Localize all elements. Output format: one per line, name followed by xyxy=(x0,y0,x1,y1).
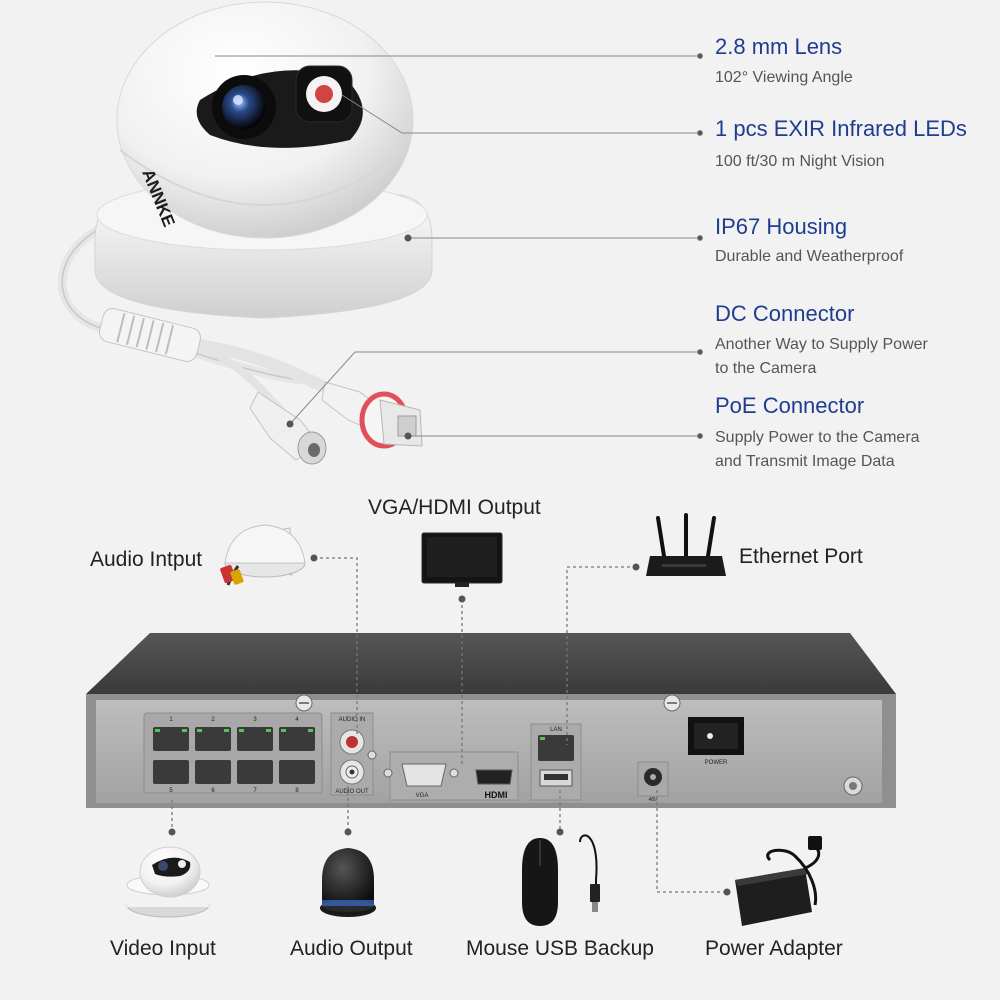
dc-connector xyxy=(249,391,327,465)
poe-ports: 1 2 3 4 5 6 7 8 xyxy=(143,712,323,794)
monitor-icon xyxy=(421,532,503,587)
feature-ir-desc: 100 ft/30 m Night Vision xyxy=(715,153,885,170)
dome-camera: ANNKE xyxy=(57,1,433,465)
camera-lens-icon xyxy=(222,85,266,129)
feature-dc-title: DC Connector xyxy=(715,301,855,326)
audio-in-label: AUDIO IN xyxy=(339,717,366,723)
power-label: POWER xyxy=(705,760,728,766)
lan-label: LAN xyxy=(550,727,562,733)
port-number: 5 xyxy=(169,788,173,794)
feature-housing-title: IP67 Housing xyxy=(715,214,848,239)
power-adapter-icon xyxy=(735,836,822,926)
label-vga-hdmi: VGA/HDMI Output xyxy=(368,496,541,519)
label-ethernet: Ethernet Port xyxy=(739,545,863,568)
feature-poe-desc-1: Supply Power to the Camera xyxy=(715,429,920,446)
connector-lines xyxy=(171,557,727,893)
label-video-input: Video Input xyxy=(110,937,216,960)
audio-ports: AUDIO IN AUDIO OUT xyxy=(330,712,377,796)
port-number: 4 xyxy=(295,717,299,723)
label-power-adapter: Power Adapter xyxy=(705,937,843,960)
label-audio-input: Audio Intput xyxy=(90,548,203,571)
callout-lines xyxy=(215,53,703,440)
mouse-icon xyxy=(522,834,600,926)
feature-poe-desc-2: and Transmit Image Data xyxy=(715,453,895,470)
vga-label: VGA xyxy=(416,793,429,799)
port-number: 3 xyxy=(253,717,257,723)
video-output-ports: VGA HDMI xyxy=(383,751,519,801)
feature-lens-desc: 102° Viewing Angle xyxy=(715,69,853,86)
poe-connector xyxy=(321,381,423,449)
microphone-icon xyxy=(220,524,306,586)
label-mouse-usb: Mouse USB Backup xyxy=(466,937,654,960)
feature-housing-desc: Durable and Weatherproof xyxy=(715,248,904,265)
port-number: 1 xyxy=(169,717,173,723)
mini-dome-camera-icon xyxy=(126,846,210,918)
feature-dc-desc-1: Another Way to Supply Power xyxy=(715,336,928,353)
power-switch: POWER xyxy=(688,717,744,766)
hdmi-label: HDMI xyxy=(485,790,508,800)
speaker-icon xyxy=(320,848,376,917)
nvr-recorder: 1 2 3 4 5 6 7 8 AUDIO IN AUDIO OUT xyxy=(86,633,896,808)
cable-boot xyxy=(98,308,202,362)
port-number: 6 xyxy=(211,788,215,794)
feature-dc-desc-2: to the Camera xyxy=(715,360,817,377)
feature-lens-title: 2.8 mm Lens xyxy=(715,34,843,59)
dc-label: 48V xyxy=(649,797,659,803)
feature-poe-title: PoE Connector xyxy=(715,393,865,418)
router-icon xyxy=(646,513,726,576)
feature-ir-title: 1 pcs EXIR Infrared LEDs xyxy=(715,116,967,141)
port-number: 7 xyxy=(253,788,257,794)
port-number: 8 xyxy=(295,788,299,794)
port-number: 2 xyxy=(211,717,215,723)
lan-usb-ports: LAN xyxy=(530,723,582,801)
connector-dots xyxy=(168,554,731,896)
dc-input-port: 48V xyxy=(637,761,669,803)
audio-out-label: AUDIO OUT xyxy=(335,789,369,795)
label-audio-output: Audio Output xyxy=(290,937,413,960)
